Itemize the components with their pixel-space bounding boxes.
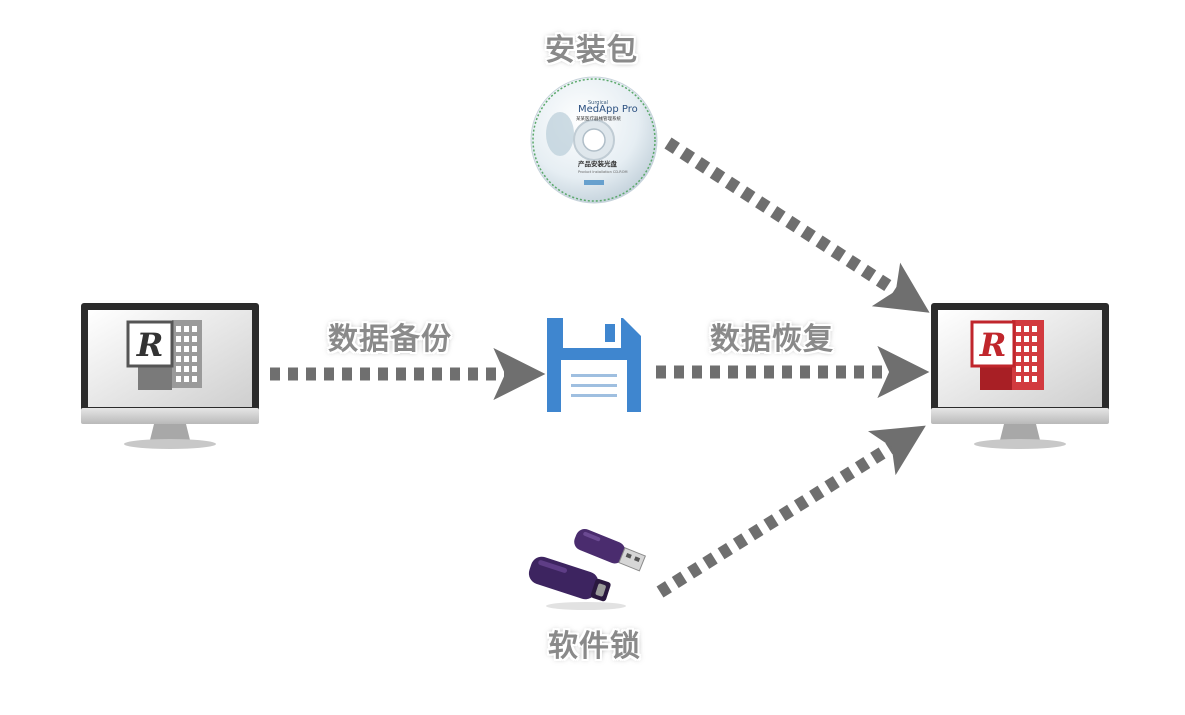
usb-dongle-icon xyxy=(526,528,650,616)
arrow-install xyxy=(664,137,930,313)
cd-brand-small: Surgical xyxy=(588,100,608,106)
cd-brand: MedApp Pro xyxy=(578,104,638,115)
app-logo-grey: R xyxy=(126,320,202,390)
computer-monitor-left: R xyxy=(80,302,260,456)
monitor-icon: R xyxy=(931,303,1109,449)
cd-disc-icon: Surgical MedApp Pro 某某医疗器械管理系统 产品安装光盘 Pr… xyxy=(530,76,658,208)
cd-subtitle: 某某医疗器械管理系统 xyxy=(576,115,621,122)
computer-monitor-right: R xyxy=(930,302,1110,456)
arrow-lock xyxy=(656,425,926,598)
label-install-package: 安装包 xyxy=(545,33,638,68)
cd-disc-caption: Product Installation CD-ROM xyxy=(578,170,628,174)
logo-letter-right: R xyxy=(979,326,1007,364)
floppy-disk-icon xyxy=(547,318,641,416)
label-data-backup: 数据备份 xyxy=(328,322,452,357)
label-software-lock: 软件锁 xyxy=(548,629,641,664)
monitor-icon: R xyxy=(81,303,259,449)
logo-letter-left: R xyxy=(136,326,164,364)
label-data-restore: 数据恢复 xyxy=(710,322,834,357)
app-logo-red: R xyxy=(970,320,1044,390)
cd-disc-title: 产品安装光盘 xyxy=(578,159,618,168)
